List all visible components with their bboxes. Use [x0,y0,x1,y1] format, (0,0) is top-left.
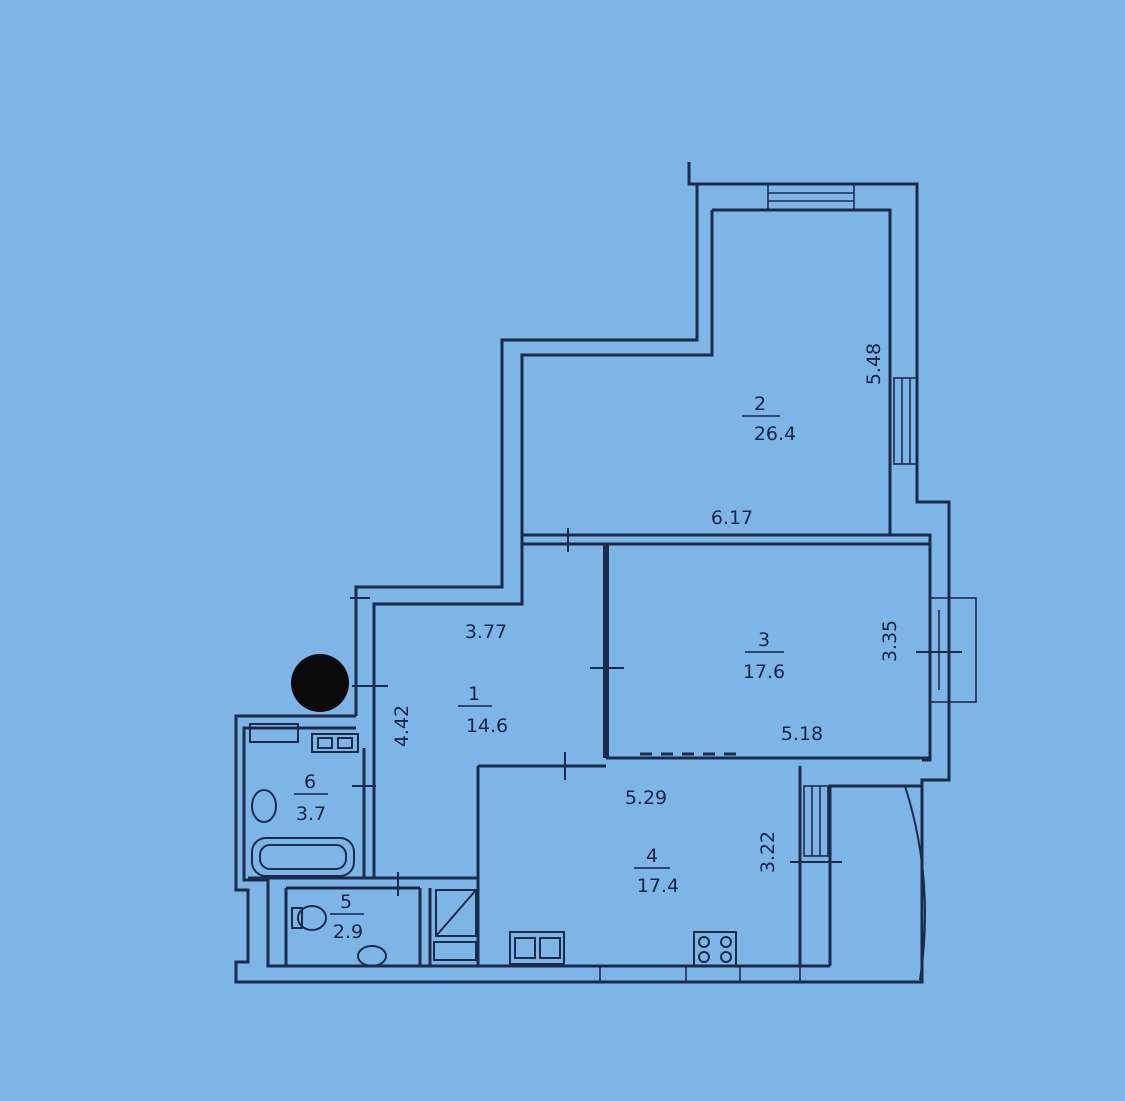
shaft-icon [435,889,477,937]
svg-text:5: 5 [340,891,352,913]
shelf-icon [249,723,299,743]
balcony-curve [904,785,926,981]
window-room2-top [767,183,855,211]
window-room4-balcony [803,785,829,857]
svg-text:1: 1 [468,683,480,705]
window-kitchen-bottom [739,965,801,983]
interior-walls [248,533,930,966]
window-room2-right [893,377,918,465]
window-room4-bottom [599,965,687,983]
room-6-label: 6 3.7 [294,771,328,825]
dim-room4-width: 5.29 [625,787,667,809]
wc-basin-icon [357,945,387,967]
dim-room2-width: 6.17 [711,507,753,529]
marker-dot [291,654,349,712]
room-2-label: 2 26.4 [742,393,796,445]
dimension-labels: 6.17 5.48 3.77 4.42 3.35 5.18 5.29 3.22 [391,343,901,873]
step-wall-inner [372,210,714,878]
room-4-label: 4 17.4 [634,845,679,897]
svg-text:2.9: 2.9 [333,921,363,943]
dim-room4-height: 3.22 [757,831,779,873]
room-3-label: 3 17.6 [743,629,785,683]
sink-icon [509,931,565,965]
dim-room3-width: 5.18 [781,723,823,745]
balcony-wall [828,784,924,984]
step-wall-outer [354,184,699,716]
windows [599,183,977,983]
wet-block-inner [242,726,830,968]
stove-icon [693,931,737,967]
washbasin-icon [251,789,277,823]
outer-wall-line [687,162,951,786]
window-room3-bay [929,597,977,703]
dim-room3-height: 3.35 [879,620,901,662]
svg-text:4: 4 [646,845,658,867]
svg-text:2: 2 [754,393,766,415]
svg-text:6: 6 [304,771,316,793]
fixtures [249,723,737,967]
dim-room1-width: 3.77 [465,621,507,643]
svg-text:3: 3 [758,629,770,651]
exterior-walls [234,162,951,984]
cabinet-icon [433,941,477,961]
room-1-label: 1 14.6 [458,683,508,737]
svg-text:3.7: 3.7 [296,803,326,825]
svg-text:17.4: 17.4 [637,875,679,897]
svg-text:14.6: 14.6 [466,715,508,737]
dim-room1-height: 4.42 [391,705,413,747]
toilet-icon [297,905,327,931]
room-5-label: 5 2.9 [330,891,364,943]
room-labels: 2 26.4 1 14.6 3 17.6 4 17.4 6 3.7 5 2.9 [294,393,796,943]
inner-wall-line [712,208,932,762]
bathtub-icon [251,837,355,877]
wet-block-wall [234,714,830,984]
dim-room2-height: 5.48 [863,343,885,385]
door-marks [350,528,962,896]
svg-text:17.6: 17.6 [743,661,785,683]
svg-text:26.4: 26.4 [754,423,796,445]
washer-icon [311,733,359,753]
